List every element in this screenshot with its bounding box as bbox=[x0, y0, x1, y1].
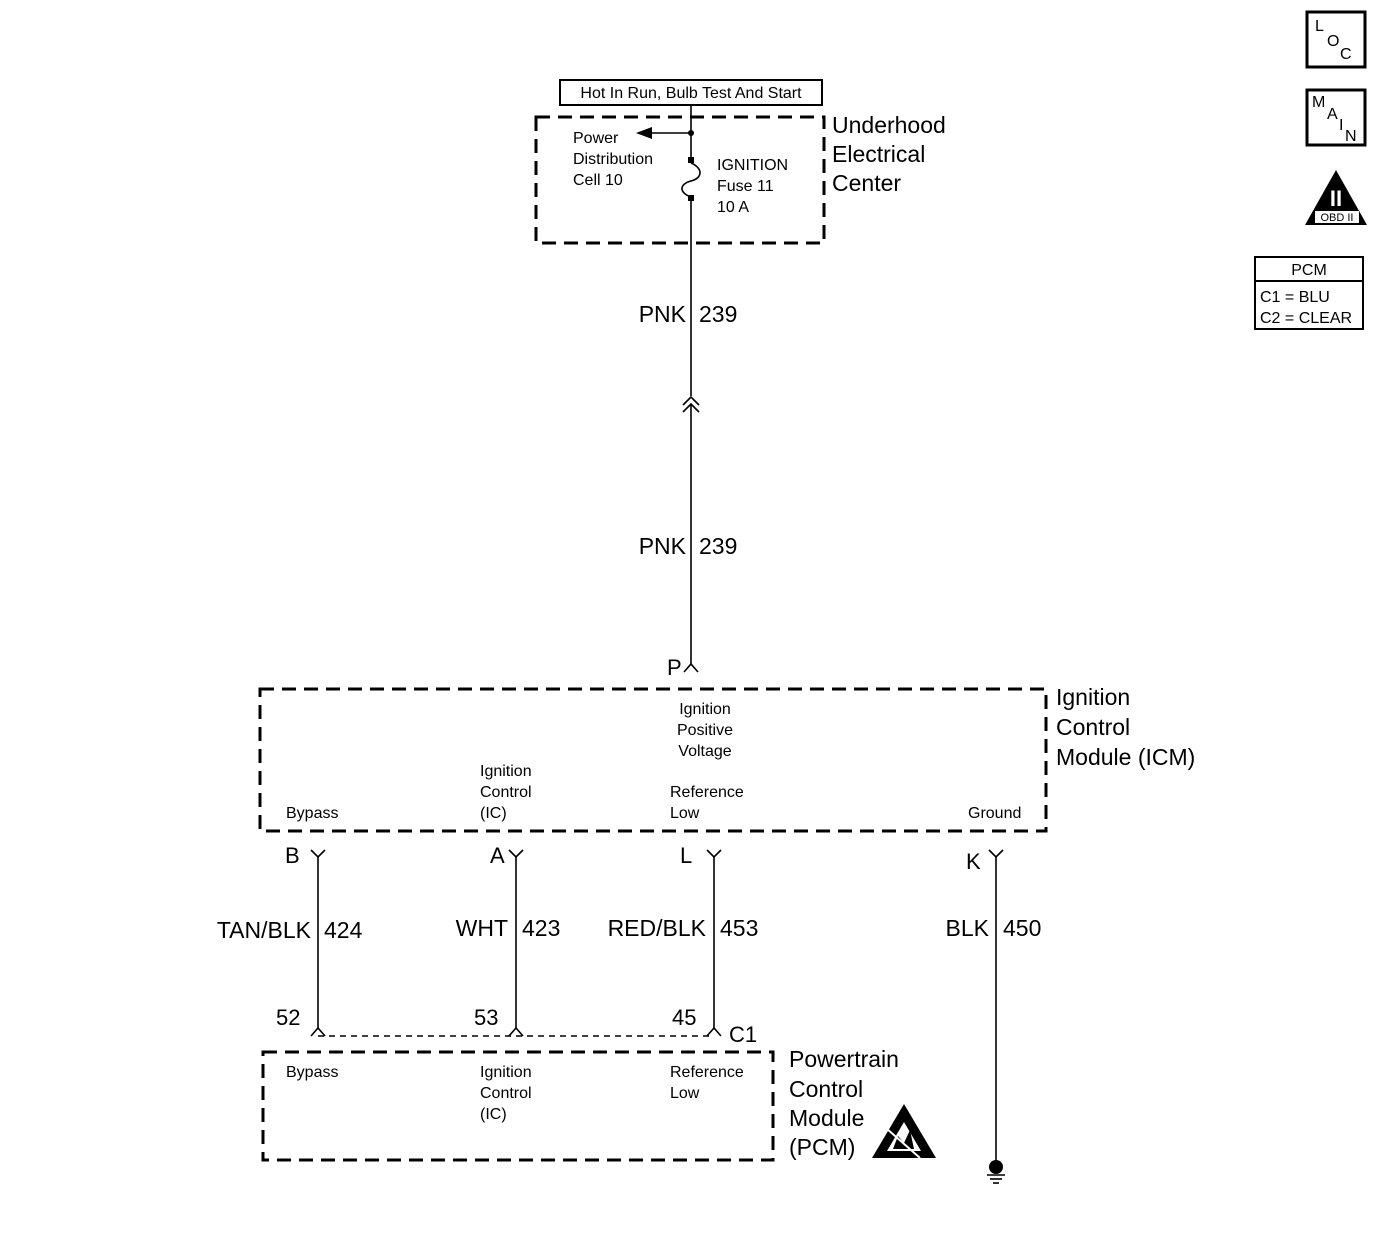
pcm-pin-52-label: 52 bbox=[276, 1005, 300, 1030]
icm-pin-a-label: A bbox=[490, 843, 505, 868]
wire-239-lower-circuit: 239 bbox=[699, 533, 737, 559]
distribution-line-1: Power bbox=[573, 130, 619, 147]
fuse-line-3: 10 A bbox=[717, 199, 749, 216]
underhood-electrical-center-box bbox=[534, 115, 826, 245]
pcm-connector-legend bbox=[1254, 256, 1364, 330]
icm-pin-p-terminal bbox=[683, 662, 699, 673]
icm-pin-a-terminal bbox=[508, 849, 524, 859]
obd-numeral: II bbox=[1330, 186, 1342, 211]
pcm-pin-45-label: 45 bbox=[672, 1005, 696, 1030]
pcm-connector-label: C1 bbox=[729, 1022, 757, 1047]
pcm-reference-line-1: Reference bbox=[670, 1064, 744, 1081]
distribution-arrow-icon bbox=[636, 127, 652, 139]
icm-positive-voltage-line-3: Voltage bbox=[678, 743, 731, 760]
wire-453-circuit: 453 bbox=[720, 915, 758, 941]
loc-icon bbox=[1305, 10, 1367, 69]
icm-bypass-label: Bypass bbox=[286, 805, 338, 822]
pcm-pin-53-terminal bbox=[508, 1026, 524, 1037]
icm-pin-k-terminal bbox=[988, 849, 1004, 859]
icm-ground-label: Ground bbox=[968, 805, 1021, 822]
icm-pin-p-label: P bbox=[667, 655, 682, 680]
obd-ii-icon bbox=[1305, 170, 1367, 225]
wire-450-color: BLK bbox=[946, 915, 990, 941]
pcm-pin-52-terminal bbox=[310, 1026, 326, 1037]
icm-name-line-2: Control bbox=[1056, 714, 1130, 740]
icm-name-line-1: Ignition bbox=[1056, 684, 1130, 710]
wire-423-color: WHT bbox=[456, 915, 508, 941]
pcm-name-line-2: Control bbox=[789, 1076, 863, 1102]
fuse-line-1: IGNITION bbox=[717, 157, 788, 174]
wire-239-lower-color: PNK bbox=[639, 533, 687, 559]
pcm-legend-title: PCM bbox=[1291, 262, 1327, 279]
fuse-icon bbox=[681, 157, 701, 201]
icm-pin-l-terminal bbox=[706, 849, 722, 859]
main-letter-a: A bbox=[1327, 106, 1338, 123]
pcm-ic-line-1: Ignition bbox=[480, 1064, 532, 1081]
icm-pin-k-label: K bbox=[966, 849, 981, 874]
wire-450-circuit: 450 bbox=[1003, 915, 1041, 941]
underhood-name-line-2: Electrical bbox=[832, 141, 925, 167]
pcm-box bbox=[261, 1050, 775, 1162]
main-icon bbox=[1305, 88, 1367, 147]
icm-reference-line-2: Low bbox=[670, 805, 700, 822]
wire-239-upper-circuit: 239 bbox=[699, 301, 737, 327]
obd-label: OBD II bbox=[1320, 212, 1353, 224]
main-letter-m: M bbox=[1312, 94, 1325, 111]
underhood-name-line-3: Center bbox=[832, 170, 901, 196]
icm-reference-line-1: Reference bbox=[670, 784, 744, 801]
icm-ic-line-2: Control bbox=[480, 784, 532, 801]
pcm-reference-line-2: Low bbox=[670, 1085, 700, 1102]
distribution-line-2: Distribution bbox=[573, 151, 653, 168]
pcm-name-line-1: Powertrain bbox=[789, 1046, 899, 1072]
loc-letter-o: O bbox=[1327, 33, 1339, 50]
loc-letter-c: C bbox=[1340, 46, 1352, 63]
distribution-line-3: Cell 10 bbox=[573, 172, 623, 189]
icm-name-line-3: Module (ICM) bbox=[1056, 744, 1195, 770]
icm-ic-line-1: Ignition bbox=[480, 763, 532, 780]
pcm-pin-53-label: 53 bbox=[474, 1005, 498, 1030]
wire-239-upper-color: PNK bbox=[639, 301, 687, 327]
pcm-bypass-label: Bypass bbox=[286, 1064, 338, 1081]
pcm-pin-45-terminal bbox=[706, 1026, 722, 1037]
icm-pin-b-terminal bbox=[310, 849, 326, 859]
icm-positive-voltage-line-1: Ignition bbox=[679, 701, 731, 718]
pcm-ic-line-3: (IC) bbox=[480, 1106, 507, 1123]
main-letter-i: I bbox=[1339, 117, 1343, 134]
loc-letter-l: L bbox=[1315, 18, 1324, 35]
pcm-legend-row-1: C1 = BLU bbox=[1260, 289, 1330, 306]
fuse-line-2: Fuse 11 bbox=[717, 178, 774, 195]
pcm-name-line-4: (PCM) bbox=[789, 1134, 855, 1160]
icm-pin-l-label: L bbox=[680, 843, 692, 868]
underhood-name-line-1: Underhood bbox=[832, 112, 946, 138]
pcm-name-line-3: Module bbox=[789, 1105, 864, 1131]
icm-pin-b-label: B bbox=[285, 843, 300, 868]
wire-423-circuit: 423 bbox=[522, 915, 560, 941]
ground-icon bbox=[987, 1160, 1005, 1184]
power-source-label: Hot In Run, Bulb Test And Start bbox=[580, 85, 802, 102]
icm-ic-line-3: (IC) bbox=[480, 805, 507, 822]
main-letter-n: N bbox=[1345, 128, 1357, 145]
wire-453-color: RED/BLK bbox=[608, 915, 707, 941]
wire-424-color: TAN/BLK bbox=[217, 917, 312, 943]
icm-positive-voltage-line-2: Positive bbox=[677, 722, 733, 739]
icm-box bbox=[258, 687, 1048, 833]
esd-sensitive-icon bbox=[872, 1104, 936, 1159]
wire-424-circuit: 424 bbox=[324, 917, 363, 943]
pcm-legend-row-2: C2 = CLEAR bbox=[1260, 310, 1352, 327]
pcm-ic-line-2: Control bbox=[480, 1085, 532, 1102]
